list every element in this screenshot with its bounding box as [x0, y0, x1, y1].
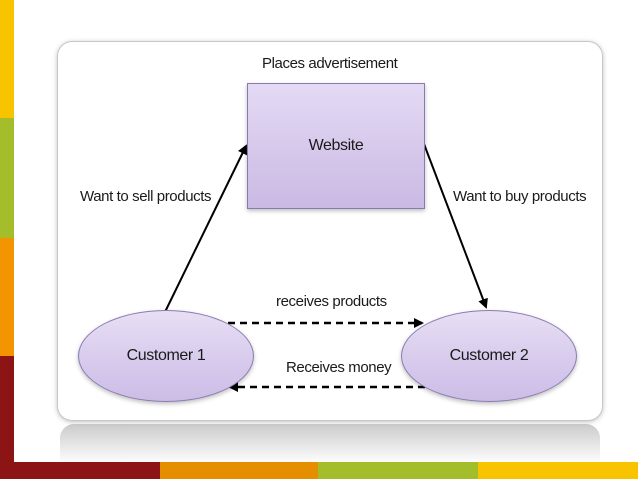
- places-advertisement-label: Places advertisement: [262, 55, 398, 72]
- customer1-label: Customer 1: [126, 347, 206, 364]
- want-to-buy-label: Want to buy products: [453, 188, 587, 205]
- bottom-bar-red: [0, 462, 160, 479]
- website-node: Website: [247, 83, 425, 209]
- website-label: Website: [308, 137, 364, 154]
- bottom-accent-bar: [0, 462, 638, 479]
- left-bar-yellow: [0, 0, 14, 118]
- left-accent-bar: [0, 0, 14, 479]
- panel-reflection: [60, 424, 600, 462]
- receives-money-label: Receives money: [286, 359, 392, 376]
- bottom-bar-orange: [160, 462, 318, 479]
- left-bar-orange: [0, 238, 14, 356]
- left-bar-red: [0, 356, 14, 479]
- bottom-bar-green: [318, 462, 478, 479]
- want-to-sell-label: Want to sell products: [80, 188, 212, 205]
- arrow-customer1-to-website: [164, 144, 247, 313]
- customer2-node: Customer 2: [401, 310, 577, 402]
- customer2-label: Customer 2: [449, 347, 529, 364]
- left-bar-green: [0, 118, 14, 238]
- arrow-website-to-customer2: [423, 143, 488, 309]
- bottom-bar-yellow: [478, 462, 638, 479]
- customer1-node: Customer 1: [78, 310, 254, 402]
- receives-products-label: receives products: [276, 293, 387, 310]
